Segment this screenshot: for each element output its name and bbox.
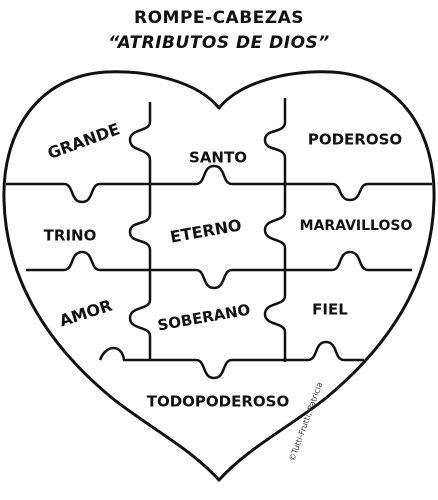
piece-todopoderoso: TODOPODEROSO [147,393,290,411]
seam-vertical-right-mid [263,184,287,270]
seam-horizontal-2 [26,250,412,290]
piece-maravilloso: MARAVILLOSO [300,218,413,234]
piece-grande: GRANDE [45,119,122,163]
piece-eterno: ETERNO [169,215,243,246]
piece-amor: AMOR [57,296,114,331]
seam-horizontal-1 [6,164,432,204]
piece-soberano: SOBERANO [156,301,251,335]
seam-vertical-right-low [263,270,287,362]
puzzle-title: ROMPE-CABEZAS [133,8,305,28]
piece-poderoso: PODEROSO [308,131,402,149]
piece-fiel: FIEL [312,301,348,319]
seam-vertical-left-low [128,270,152,360]
seam-vertical-left-top [128,102,152,184]
piece-santo: SANTO [189,149,247,167]
seam-vertical-left-mid [128,184,152,270]
puzzle-subtitle: “ATRIBUTOS DE DIOS” [108,33,330,53]
heart-outline [2,70,436,482]
seam-horizontal-3 [98,340,364,380]
piece-trino: TRINO [44,227,97,245]
seam-vertical-right-top [263,98,287,184]
